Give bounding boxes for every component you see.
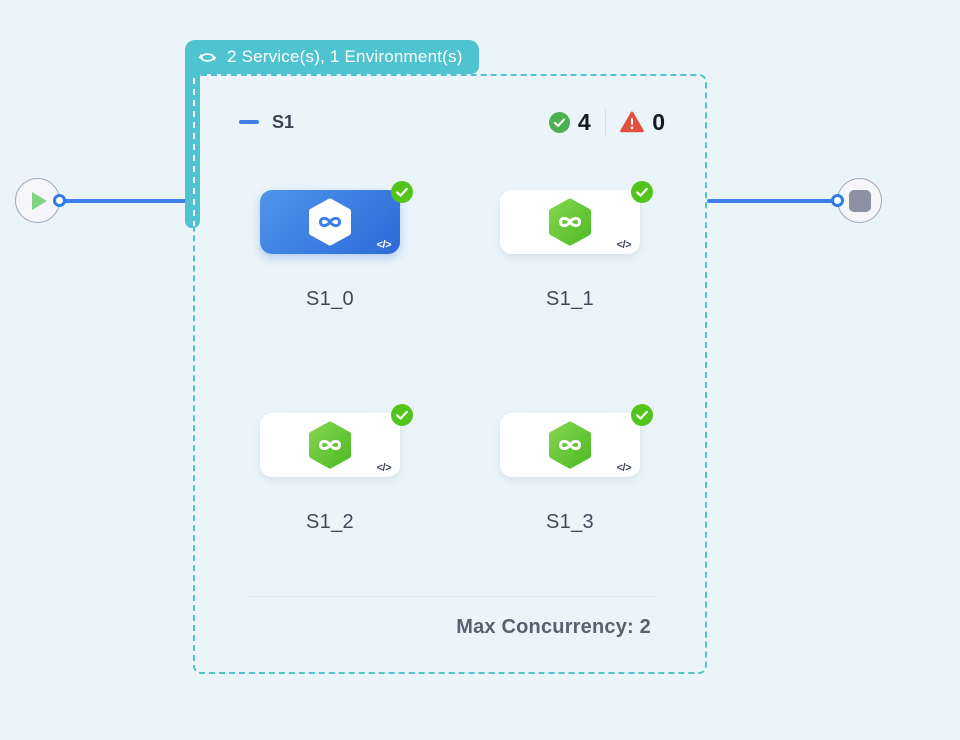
- count-divider: [604, 108, 607, 136]
- service-hexagon-icon: [309, 198, 351, 246]
- connector-ring-right: [831, 194, 844, 207]
- service-hexagon-icon: [309, 421, 351, 469]
- success-count-icon: [548, 111, 570, 133]
- code-icon: </>: [376, 462, 392, 474]
- code-icon: </>: [616, 239, 632, 251]
- success-badge-icon: [391, 404, 413, 426]
- stage-summary-label: 2 Service(s), 1 Environment(s): [227, 47, 463, 66]
- stage-summary-badge[interactable]: 2 Service(s), 1 Environment(s): [185, 40, 479, 74]
- flow-line-right: [707, 199, 833, 203]
- service-card[interactable]: </>: [500, 181, 653, 254]
- stage-accent-strip-dashes: [193, 78, 195, 226]
- service-label: S1_0: [306, 288, 354, 310]
- stage-container: S1 4 0: [193, 74, 707, 674]
- flow-line-left: [64, 199, 186, 203]
- service-label: S1_2: [306, 511, 354, 533]
- start-node[interactable]: [15, 178, 60, 223]
- code-icon: </>: [616, 462, 632, 474]
- success-badge-icon: [391, 181, 413, 203]
- service-label: S1_1: [546, 288, 594, 310]
- code-icon: </>: [376, 239, 392, 251]
- service-node-s1-2: </> S1_2: [260, 404, 413, 534]
- service-label: S1_3: [546, 511, 594, 533]
- service-hexagon-icon: [549, 198, 591, 246]
- error-count-icon: [620, 111, 644, 133]
- stage-accent-strip: [185, 58, 200, 228]
- service-node-s1-0: </> S1_0: [260, 181, 413, 311]
- cycle-icon: [198, 52, 217, 62]
- success-badge-icon: [631, 181, 653, 203]
- connector-ring-left: [53, 194, 66, 207]
- service-node-s1-3: </> S1_3: [500, 404, 653, 534]
- success-count: 4: [577, 108, 591, 135]
- collapse-icon[interactable]: [239, 120, 259, 124]
- max-concurrency-label: Max Concurrency: 2: [456, 616, 651, 638]
- error-count: 0: [652, 108, 665, 135]
- stage-header: S1 4 0: [239, 106, 665, 138]
- footer-divider: [247, 596, 657, 597]
- play-icon: [32, 191, 47, 210]
- stage-name: S1: [272, 111, 295, 132]
- service-card[interactable]: </>: [500, 404, 653, 477]
- success-badge-icon: [631, 404, 653, 426]
- service-node-s1-1: </> S1_1: [500, 181, 653, 311]
- service-hexagon-icon: [549, 421, 591, 469]
- service-card[interactable]: </>: [260, 181, 413, 254]
- stop-icon: [848, 189, 871, 212]
- service-card[interactable]: </>: [260, 404, 413, 477]
